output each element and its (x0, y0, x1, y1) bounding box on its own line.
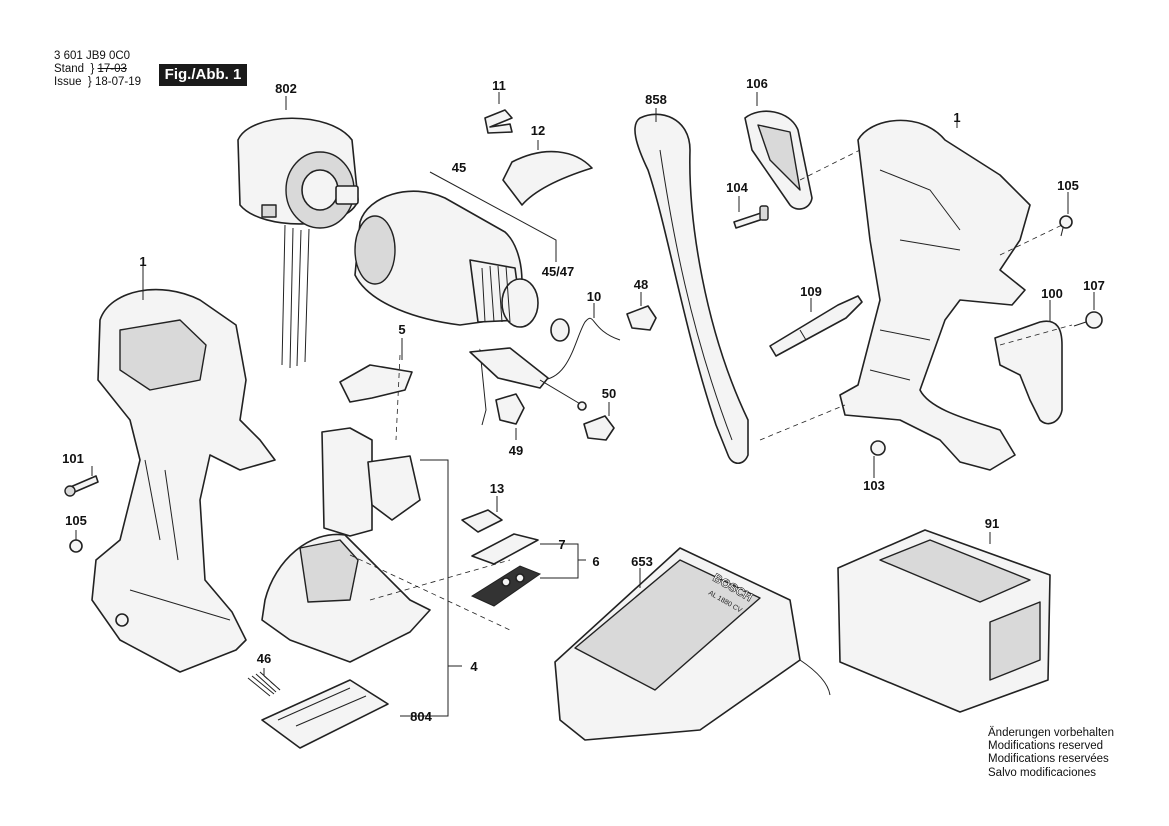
strap-858 (634, 113, 749, 465)
spring-46 (247, 671, 281, 697)
label-858: 858 (645, 92, 667, 107)
screw-105-right (1059, 215, 1073, 237)
wiring-10 (469, 317, 621, 426)
label-11: 11 (492, 78, 506, 93)
issue-date: 18-07-19 (94, 76, 141, 88)
charger-653: BOSCH AL 1880 CV (554, 547, 831, 741)
label-50: 50 (602, 386, 616, 401)
label-45: 45 (452, 160, 466, 175)
screw-107 (1073, 311, 1103, 329)
drill-assembly-1 (91, 288, 276, 673)
part-50 (583, 415, 615, 441)
label-6: 6 (592, 554, 599, 569)
label-104: 104 (726, 180, 748, 195)
motor-802 (237, 117, 359, 369)
notice-en: Modifications reserved (988, 740, 1104, 753)
document-header: 3 601 JB9 0C0 Stand } 17-03 Issue } 18-0… (54, 50, 141, 89)
label-7: 7 (558, 537, 565, 552)
label-4: 4 (470, 659, 478, 674)
slider-5 (339, 364, 413, 403)
modifications-notice: Änderungen vorbehalten Modifications res… (988, 727, 1114, 780)
label-103: 103 (863, 478, 885, 493)
label-106: 106 (746, 76, 768, 91)
stand-row: Stand } 17-03 (54, 63, 141, 76)
part-13 (461, 509, 503, 533)
screw-104 (733, 205, 769, 229)
label-46: 46 (257, 651, 271, 666)
plate-804 (261, 679, 389, 749)
label-91: 91 (985, 516, 999, 531)
label-12: 12 (531, 123, 545, 138)
issue-label: Issue (54, 76, 82, 88)
label-653: 653 (631, 554, 653, 569)
label-105-left: 105 (65, 513, 87, 528)
plate-106 (744, 110, 813, 210)
leader-lines (75, 92, 1095, 717)
figure-badge: Fig./Abb. 1 (159, 64, 247, 86)
part-49 (495, 393, 525, 425)
label-10: 10 (587, 289, 601, 304)
part-labels: 802 11 12 45 45/47 858 106 1 104 105 1 1… (62, 76, 1105, 724)
label-5: 5 (398, 322, 405, 337)
stand-old-date: 17-03 (97, 63, 127, 75)
notice-es: Salvo modificaciones (988, 766, 1097, 779)
cover-12 (502, 150, 593, 206)
part-48 (626, 305, 657, 331)
issue-brace: } (84, 76, 92, 88)
part-7 (471, 533, 539, 565)
doc-number: 3 601 JB9 0C0 (54, 50, 131, 62)
notice-de: Änderungen vorbehalten (988, 727, 1114, 739)
bit-109 (769, 295, 863, 357)
label-100: 100 (1041, 286, 1063, 301)
label-1-right: 1 (953, 110, 960, 125)
belt-clip-100 (994, 320, 1063, 425)
issue-row: Issue } 18-07-19 (54, 76, 141, 89)
stand-label: Stand (54, 63, 85, 75)
stand-brace: } (87, 63, 95, 75)
label-45-47: 45/47 (542, 264, 575, 279)
label-49: 49 (509, 443, 523, 458)
label-804: 804 (410, 709, 432, 724)
label-107: 107 (1083, 278, 1105, 293)
notice-fr: Modifications reservées (988, 753, 1109, 766)
label-48: 48 (634, 277, 648, 292)
label-105-right: 105 (1057, 178, 1079, 193)
battery-91 (837, 529, 1051, 713)
screw-105-left (69, 539, 83, 553)
label-802: 802 (275, 81, 297, 96)
label-13: 13 (490, 481, 504, 496)
clip-11 (484, 109, 513, 134)
switch-assembly-4 (261, 427, 431, 663)
dashed-alignment-lines (263, 149, 1073, 691)
label-109: 109 (800, 284, 822, 299)
screw-101 (64, 475, 99, 497)
gear-housing-45 (354, 190, 570, 342)
part-6 (470, 565, 542, 607)
label-1-left: 1 (139, 254, 146, 269)
housing-half-right-1 (839, 119, 1031, 471)
label-101: 101 (62, 451, 84, 466)
